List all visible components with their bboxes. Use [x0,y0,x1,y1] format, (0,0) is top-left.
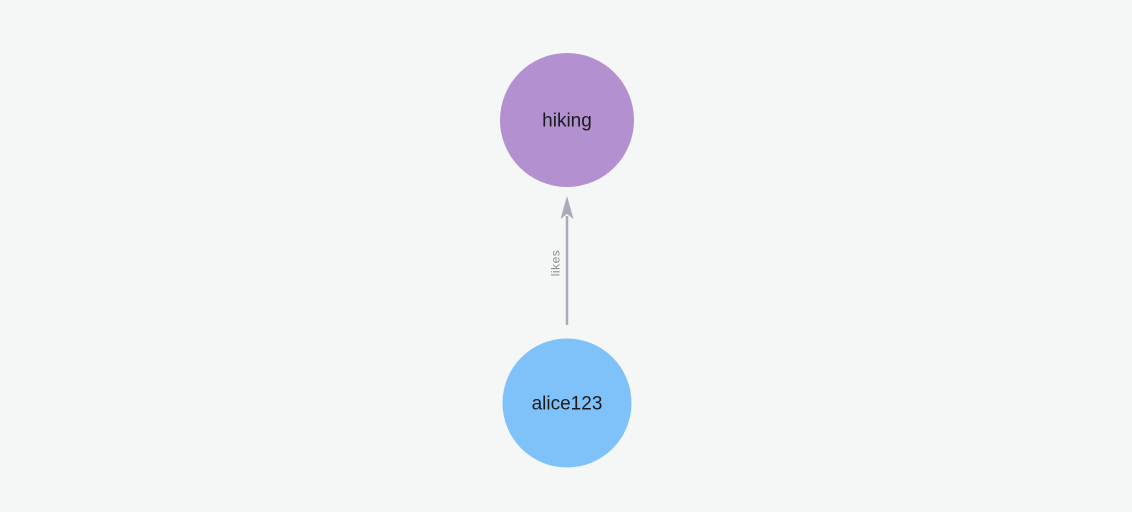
edge-label: likes [549,250,563,277]
edge-likes: likes [549,196,574,325]
node-alice123[interactable]: alice123 [502,338,632,468]
node-alice123-circle[interactable] [502,338,632,468]
edge-arrowhead-icon [560,196,574,219]
node-hiking-circle[interactable] [500,53,634,187]
node-hiking[interactable]: hiking [500,53,634,187]
